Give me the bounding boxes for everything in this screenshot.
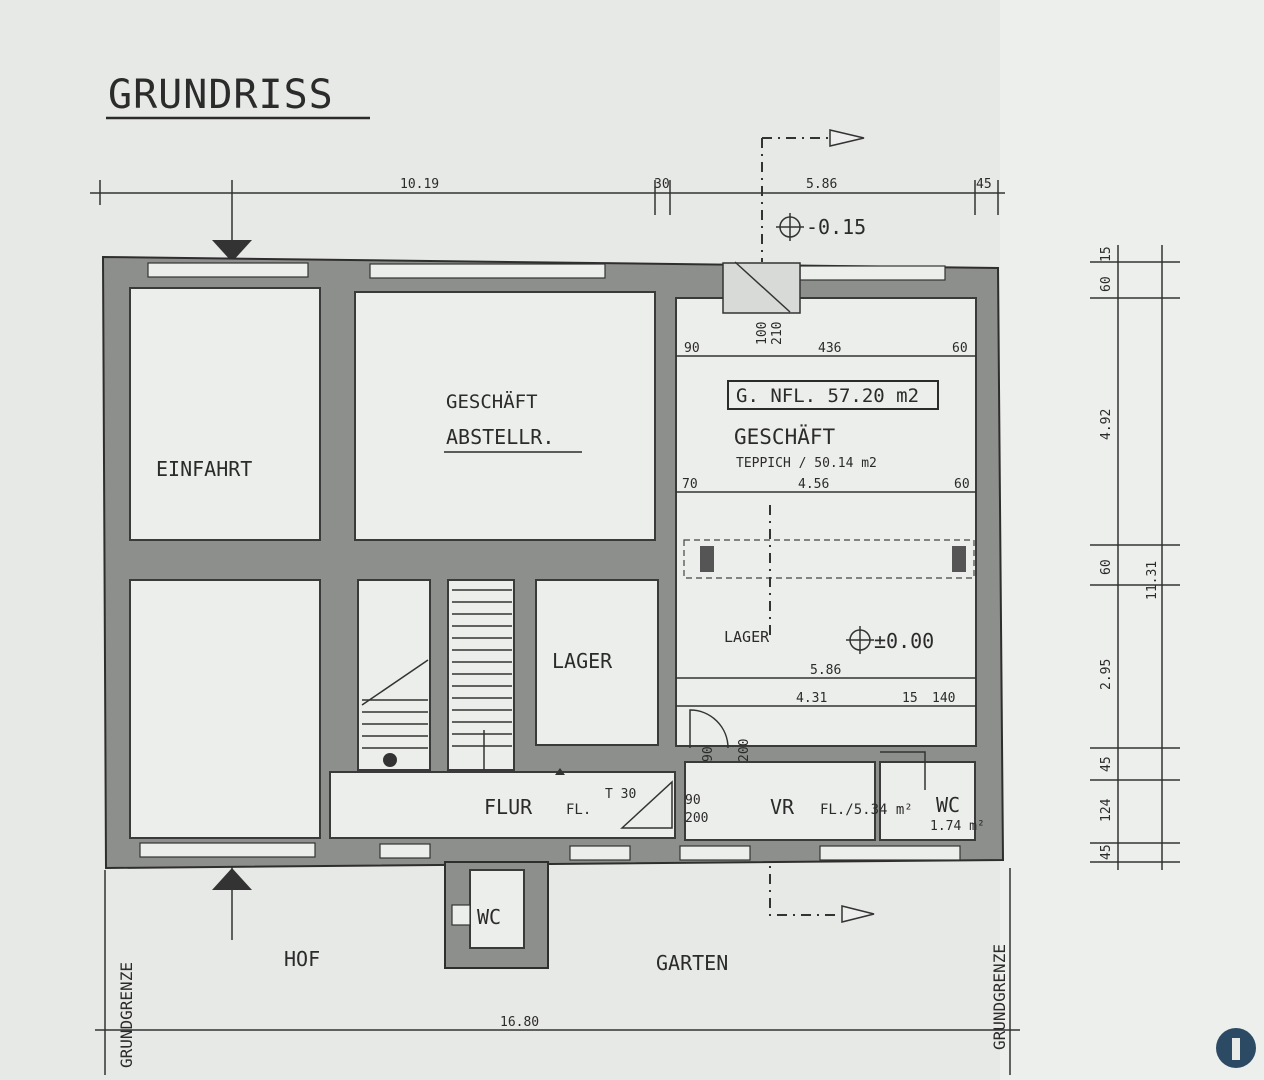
dim-210: 210 bbox=[770, 322, 785, 345]
dim-60c: 60 bbox=[952, 341, 968, 356]
dim-top-4: 45 bbox=[976, 177, 992, 192]
dim-t30: T 30 bbox=[605, 787, 636, 802]
dim-140: 140 bbox=[932, 691, 955, 706]
level-floor: ±0.00 bbox=[874, 629, 934, 653]
room-stair-left bbox=[357, 579, 431, 771]
dim-r-45b: 45 bbox=[1099, 844, 1114, 860]
doors: 90 200 T 30 90 200 bbox=[555, 709, 926, 829]
label-vr-fl: FL./5.34 m² bbox=[820, 802, 913, 818]
label-garten: GARTEN bbox=[656, 951, 728, 975]
room-einfahrt-lower bbox=[129, 579, 321, 839]
label-lager-left: LAGER bbox=[552, 649, 613, 673]
label-grundgrenze-left: GRUNDGRENZE bbox=[117, 962, 136, 1068]
level-marker-floor: ±0.00 bbox=[846, 626, 934, 654]
dim-100: 100 bbox=[755, 322, 770, 345]
dim-t200: 200 bbox=[685, 811, 708, 826]
dim-456: 4.56 bbox=[798, 477, 829, 492]
label-nfl: G. NFL. 57.20 m2 bbox=[736, 385, 919, 407]
label-lager-right: LAGER bbox=[724, 628, 770, 646]
label-geschaeft: GESCHÄFT bbox=[734, 424, 836, 449]
staircase bbox=[361, 589, 512, 770]
label-grundgrenze-right: GRUNDGRENZE bbox=[990, 944, 1009, 1050]
label-teppich: TEPPICH / 50.14 m2 bbox=[736, 456, 877, 471]
room-vr bbox=[684, 761, 876, 841]
room-einfahrt bbox=[129, 287, 321, 541]
label-einfahrt: EINFAHRT bbox=[156, 457, 252, 481]
dim-door-200: 200 bbox=[737, 739, 752, 762]
plan-title: GRUNDRISS bbox=[108, 72, 334, 118]
right-dimension-chain: 15 60 4.92 60 2.95 45 124 45 11.31 bbox=[1090, 245, 1180, 870]
dim-r-15: 15 bbox=[1099, 246, 1114, 262]
label-abstellr-2: ABSTELLR. bbox=[446, 425, 554, 449]
dim-top-2: 30 bbox=[654, 177, 670, 192]
label-hof: HOF bbox=[284, 947, 320, 971]
dim-15b: 15 bbox=[902, 691, 918, 706]
dim-top-3: 5.86 bbox=[806, 177, 837, 192]
property-boundaries: GRUNDGRENZE GRUNDGRENZE 16.80 bbox=[95, 868, 1020, 1075]
rooms bbox=[129, 287, 977, 841]
brand-logo bbox=[1216, 1028, 1256, 1068]
dim-586: 5.86 bbox=[810, 663, 841, 678]
annex-wc: WC bbox=[444, 861, 549, 969]
room-stair-right bbox=[447, 579, 515, 771]
windows-top bbox=[139, 262, 961, 861]
beam bbox=[683, 505, 975, 640]
level-top: -0.15 bbox=[806, 215, 866, 239]
label-flur: FLUR bbox=[484, 795, 533, 819]
top-dimension-line: 10.19 30 5.86 45 bbox=[90, 177, 1005, 215]
room-abstellraum bbox=[354, 291, 656, 541]
dim-90: 90 bbox=[684, 341, 700, 356]
dim-r-492: 4.92 bbox=[1099, 409, 1114, 440]
room-lager bbox=[535, 579, 659, 746]
label-wc-area: 1.74 m² bbox=[930, 819, 985, 834]
dim-60d: 60 bbox=[954, 477, 970, 492]
label-wc-inner: WC bbox=[936, 793, 960, 817]
dim-t90: 90 bbox=[685, 793, 701, 808]
dim-436: 436 bbox=[818, 341, 841, 356]
dim-70: 70 bbox=[682, 477, 698, 492]
inner-dimensions: 90 436 60 70 4.56 60 5.86 4.31 15 140 bbox=[676, 341, 976, 707]
dim-r-295: 2.95 bbox=[1099, 659, 1114, 690]
room-geschaeft bbox=[675, 297, 977, 747]
dim-top-1: 10.19 bbox=[400, 177, 439, 192]
dim-r-1131: 11.31 bbox=[1145, 561, 1160, 600]
label-wc-outer: WC bbox=[477, 905, 501, 929]
entrance-step: 100 210 bbox=[722, 261, 801, 345]
dim-bottom: 16.80 bbox=[500, 1015, 539, 1030]
level-marker-top: -0.15 bbox=[776, 213, 866, 241]
room-flur bbox=[329, 771, 676, 839]
dim-r-60a: 60 bbox=[1099, 276, 1114, 292]
dim-r-124: 124 bbox=[1099, 798, 1114, 822]
room-wc bbox=[879, 761, 976, 841]
room-labels: EINFAHRT GESCHÄFT ABSTELLR. G. NFL. 57.2… bbox=[156, 380, 985, 975]
dim-door-90: 90 bbox=[701, 746, 716, 762]
dim-r-60b: 60 bbox=[1099, 559, 1114, 575]
dim-r-45a: 45 bbox=[1099, 756, 1114, 772]
dim-431: 4.31 bbox=[796, 691, 827, 706]
label-abstellr-1: GESCHÄFT bbox=[446, 390, 538, 413]
label-vr: VR bbox=[770, 795, 795, 819]
label-flur-fl: FL. bbox=[566, 802, 591, 818]
